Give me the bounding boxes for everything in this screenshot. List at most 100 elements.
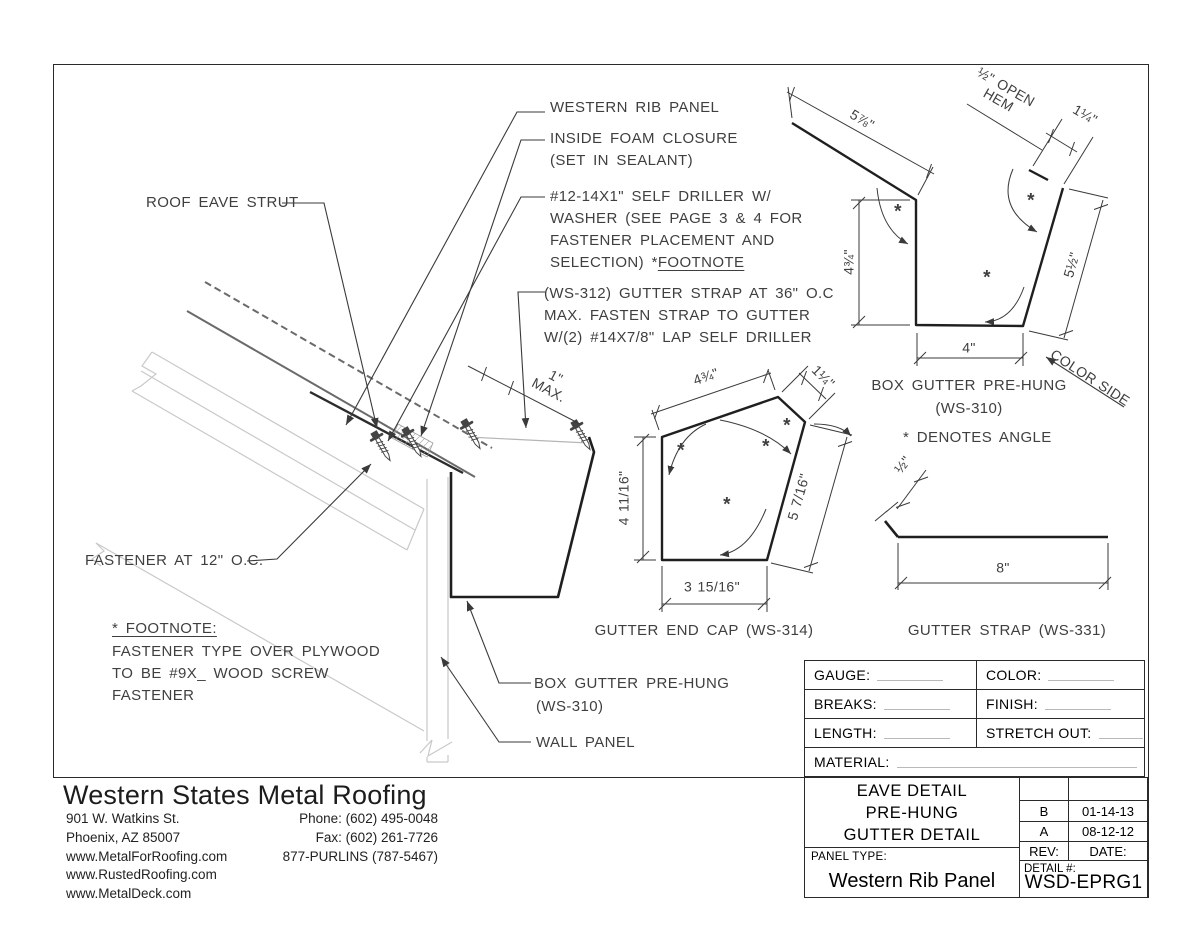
spec-table: GAUGE: COLOR: BREAKS: FINISH: LENGTH: ST… bbox=[804, 660, 1145, 777]
box-gutter-profile bbox=[791, 121, 1065, 328]
callout-wall-panel: WALL PANEL bbox=[536, 734, 635, 751]
panel-type-value: Western Rib Panel bbox=[828, 870, 996, 892]
callout-inside-foam-closure-2: (SET IN SEALANT) bbox=[550, 152, 693, 169]
gauge-label: GAUGE: bbox=[814, 667, 871, 683]
dim-strap-length: 8" bbox=[996, 559, 1010, 576]
gauge-field: GAUGE: bbox=[805, 661, 977, 689]
finish-field: FINISH: bbox=[977, 690, 1144, 718]
breaks-field: BREAKS: bbox=[805, 690, 977, 718]
dims-strap bbox=[874, 469, 1112, 590]
callout-box-gutter-2: (WS-310) bbox=[536, 698, 604, 715]
framing-lines bbox=[90, 351, 589, 763]
footnote-reference: FOOTNOTE bbox=[657, 254, 745, 271]
angle-asterisk: * bbox=[762, 436, 770, 458]
footnote-line-1: FASTENER TYPE OVER PLYWOOD bbox=[112, 643, 381, 660]
date-header: DATE: bbox=[1089, 843, 1127, 859]
dims-box-gutter bbox=[786, 86, 1109, 366]
material-label: MATERIAL: bbox=[814, 754, 890, 770]
box-gutter-detail-title: BOX GUTTER PRE-HUNG bbox=[871, 376, 1067, 394]
stretch-out-label: STRETCH OUT: bbox=[986, 725, 1092, 741]
callout-ws312-3: W/(2) #14X7/8" LAP SELF DRILLER bbox=[544, 329, 812, 346]
callout-self-driller-3: FASTENER PLACEMENT AND bbox=[550, 232, 775, 249]
rev-header: REV: bbox=[1020, 842, 1069, 860]
footnote-title: * FOOTNOTE: bbox=[112, 620, 217, 637]
callout-fastener-12oc: FASTENER AT 12" O.C. bbox=[85, 552, 264, 569]
footnote-line-3: FASTENER bbox=[112, 687, 195, 704]
revision-date: 08-12-12 bbox=[1081, 824, 1135, 839]
callout-inside-foam-closure: INSIDE FOAM CLOSURE bbox=[550, 130, 738, 147]
title-block: EAVE DETAIL PRE-HUNG GUTTER DETAIL PANEL… bbox=[804, 777, 1148, 898]
blank-field bbox=[883, 727, 950, 739]
finish-label: FINISH: bbox=[986, 696, 1038, 712]
table-row: BREAKS: FINISH: bbox=[805, 690, 1144, 719]
revision-row-empty bbox=[1020, 778, 1147, 801]
strap-detail-title: GUTTER STRAP (WS-331) bbox=[907, 621, 1107, 639]
callout-ws312-2: MAX. FASTEN STRAP TO GUTTER bbox=[544, 307, 811, 324]
company-info-block: Western States Metal Roofing 901 W. Watk… bbox=[53, 777, 804, 901]
company-website: www.MetalForRoofing.com bbox=[66, 848, 228, 864]
table-row: LENGTH: STRETCH OUT: bbox=[805, 719, 1144, 748]
angle-asterisk: * bbox=[894, 201, 902, 223]
title-line-2: PRE-HUNG bbox=[865, 803, 959, 822]
phone-line: Phone: (602) 495-0048 bbox=[299, 811, 438, 826]
company-name: Western States Metal Roofing bbox=[63, 780, 427, 810]
color-label: COLOR: bbox=[986, 667, 1042, 683]
title-line-1: EAVE DETAIL bbox=[856, 781, 968, 800]
revision-header-row: REV: DATE: bbox=[1020, 842, 1147, 861]
detail-number-value: WSD-EPRG1 bbox=[1024, 872, 1143, 893]
angle-asterisk: * bbox=[677, 440, 685, 462]
callout-box-gutter: BOX GUTTER PRE-HUNG bbox=[534, 675, 730, 692]
angle-asterisk: * bbox=[723, 494, 731, 516]
dims-end-cap bbox=[634, 365, 853, 612]
leader-lines bbox=[246, 111, 1125, 743]
end-cap-profile bbox=[660, 395, 807, 562]
callout-western-rib-panel: WESTERN RIB PANEL bbox=[550, 99, 720, 116]
length-label: LENGTH: bbox=[814, 725, 877, 741]
angle-asterisk: * bbox=[783, 415, 791, 437]
dim-ec-left: 4 11/16" bbox=[615, 470, 632, 526]
box-gutter-detail-subtitle: (WS-310) bbox=[935, 399, 1003, 417]
denotes-angle-note: * DENOTES ANGLE bbox=[903, 429, 1052, 446]
length-field: LENGTH: bbox=[805, 719, 977, 747]
gutter-section bbox=[449, 436, 596, 599]
blank-field bbox=[1048, 669, 1115, 681]
table-row: GAUGE: COLOR: bbox=[805, 661, 1144, 690]
callout-self-driller-4: SELECTION) *FOOTNOTE bbox=[550, 254, 745, 272]
title-line-3: GUTTER DETAIL bbox=[843, 825, 981, 844]
dim-bg-bottom: 4" bbox=[962, 339, 976, 356]
footnote-line-2: TO BE #9X_ WOOD SCREW bbox=[112, 665, 329, 682]
dim-bg-left: 4¾" bbox=[840, 249, 857, 275]
blank-field bbox=[883, 698, 950, 710]
title-block-left: EAVE DETAIL PRE-HUNG GUTTER DETAIL PANEL… bbox=[805, 778, 1020, 897]
color-field: COLOR: bbox=[977, 661, 1144, 689]
angle-asterisk: * bbox=[983, 267, 991, 289]
callout-ws312-1: (WS-312) GUTTER STRAP AT 36" O.C bbox=[544, 285, 834, 302]
revision-cell bbox=[1020, 778, 1069, 800]
callout-roof-eave-strut: ROOF EAVE STRUT bbox=[146, 194, 299, 211]
drawing-title: EAVE DETAIL PRE-HUNG GUTTER DETAIL bbox=[805, 778, 1019, 848]
detail-number-cell: DETAIL #: WSD-EPRG1 bbox=[1020, 861, 1147, 897]
end-cap-detail-title: GUTTER END CAP (WS-314) bbox=[594, 621, 814, 639]
blank-field bbox=[877, 669, 944, 681]
detail-number-label: DETAIL #: bbox=[1024, 863, 1076, 875]
tollfree-line: 877-PURLINS (787-5467) bbox=[282, 848, 438, 864]
callout-self-driller-1: #12-14X1" SELF DRILLER W/ bbox=[550, 188, 772, 205]
strap-profile bbox=[883, 520, 1108, 539]
blank-field bbox=[1098, 727, 1143, 739]
revision-row: B 01-14-13 bbox=[1020, 801, 1147, 822]
revision-cell bbox=[1069, 778, 1147, 800]
callout-selection-text: SELECTION) * bbox=[550, 254, 658, 271]
angle-asterisk: * bbox=[1027, 190, 1035, 212]
company-website: www.MetalDeck.com bbox=[66, 886, 192, 902]
company-contact: Phone: (602) 495-0048 Fax: (602) 261-772… bbox=[223, 810, 438, 866]
table-row: MATERIAL: bbox=[805, 748, 1144, 776]
company-address: 901 W. Watkins St. Phoenix, AZ 85007 www… bbox=[66, 810, 227, 904]
company-website: www.RustedRoofing.com bbox=[66, 867, 217, 883]
panel-type-label: PANEL TYPE: bbox=[811, 851, 887, 863]
material-field: MATERIAL: bbox=[805, 748, 1144, 776]
revision-letter: A bbox=[1020, 822, 1069, 841]
roof-panel bbox=[186, 281, 493, 478]
revision-row: A 08-12-12 bbox=[1020, 822, 1147, 842]
revision-table: B 01-14-13 A 08-12-12 REV: DATE: DETAIL … bbox=[1020, 778, 1147, 897]
